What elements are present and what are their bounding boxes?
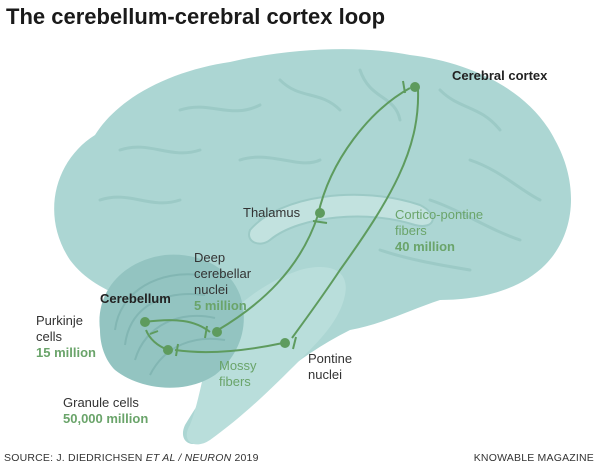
diagram-title: The cerebellum-cerebral cortex loop	[6, 4, 386, 29]
source-prefix: SOURCE: J. DIEDRICHSEN	[4, 452, 146, 464]
label-deep-nuclei: Deep cerebellar nuclei 5 million	[194, 250, 251, 314]
granule-count: 50,000 million	[63, 411, 149, 426]
deep-nuclei-line3: nuclei	[194, 282, 228, 297]
purkinje-line1: Purkinje	[36, 313, 83, 328]
cortico-pontine-count: 40 million	[395, 239, 455, 254]
cortico-pontine-line2: fibers	[395, 223, 427, 238]
source-italic: ET AL / NEURON	[145, 452, 232, 464]
cerebrum-shape	[54, 49, 572, 445]
purkinje-count: 15 million	[36, 345, 96, 360]
deep-nuclei-count: 5 million	[194, 298, 247, 313]
brainstem-shape	[186, 267, 346, 445]
synapse-markers	[140, 82, 420, 355]
label-mossy-fibers: Mossy fibers	[219, 358, 257, 390]
purkinje-line2: cells	[36, 329, 63, 344]
label-cerebral-cortex: Cerebral cortex	[452, 68, 548, 83]
label-pontine-nuclei: Pontine nuclei	[308, 351, 352, 383]
cortico-pontine-line1: Cortico-pontine	[395, 207, 484, 222]
deep-nuclei-line1: Deep	[194, 250, 226, 265]
source-citation: SOURCE: J. DIEDRICHSEN ET AL / NEURON 20…	[4, 452, 259, 464]
deep-nuclei-line2: cerebellar	[194, 266, 252, 281]
pontine-line2: nuclei	[308, 367, 342, 382]
publisher-credit: KNOWABLE MAGAZINE	[473, 452, 594, 464]
source-year: 2019	[231, 452, 259, 464]
mossy-line2: fibers	[219, 374, 251, 389]
label-granule-cells: Granule cells 50,000 million	[63, 395, 148, 427]
cerebellum-folia	[114, 273, 226, 376]
granule-name: Granule cells	[63, 395, 139, 410]
mossy-line1: Mossy	[219, 358, 257, 373]
label-thalamus: Thalamus	[243, 205, 301, 220]
label-cerebellum: Cerebellum	[100, 291, 171, 306]
pontine-line1: Pontine	[308, 351, 353, 366]
label-cortico-pontine: Cortico-pontine fibers 40 million	[395, 207, 483, 255]
label-purkinje: Purkinje cells 15 million	[36, 313, 96, 361]
synapse-terminals	[149, 80, 406, 357]
corpus-callosum	[248, 193, 434, 245]
sulci	[98, 68, 542, 272]
